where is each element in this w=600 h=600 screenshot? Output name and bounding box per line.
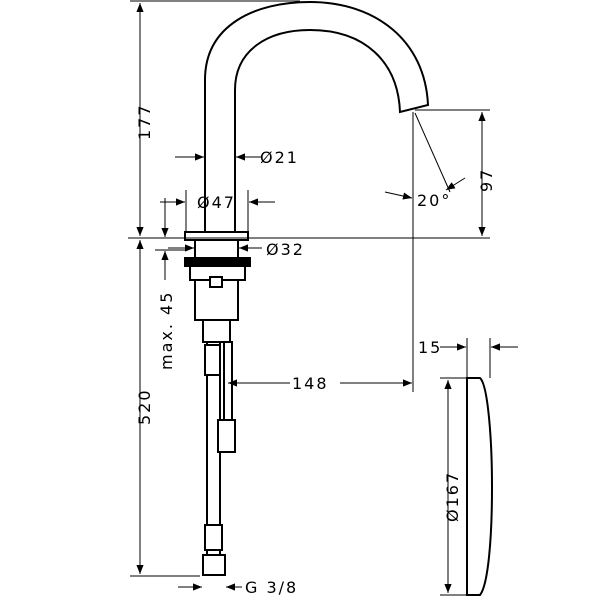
dim-angle-label: 20°: [417, 191, 451, 210]
dim-21-label: Ø21: [260, 148, 299, 167]
dim-177-label: 177: [135, 103, 154, 140]
aerator-side-view: [466, 377, 494, 596]
dim-47-label: Ø47: [197, 193, 236, 212]
dimension-lines: [136, 3, 518, 593]
faucet-base: [184, 231, 251, 343]
dim-g38-label: G 3/8: [245, 578, 298, 597]
faucet-spout: [204, 0, 430, 238]
dim-97-label: 97: [477, 168, 496, 192]
dim-167-label: Ø167: [443, 471, 462, 522]
dim-32-label: Ø32: [266, 240, 305, 259]
reference-lines: [128, 0, 491, 596]
dim-148-label: 148: [292, 374, 329, 393]
dim-15-label: 15: [418, 338, 442, 357]
dim-520-label: 520: [135, 388, 154, 425]
dim-max45-label: max. 45: [157, 291, 176, 370]
supply-hoses: [202, 341, 236, 576]
